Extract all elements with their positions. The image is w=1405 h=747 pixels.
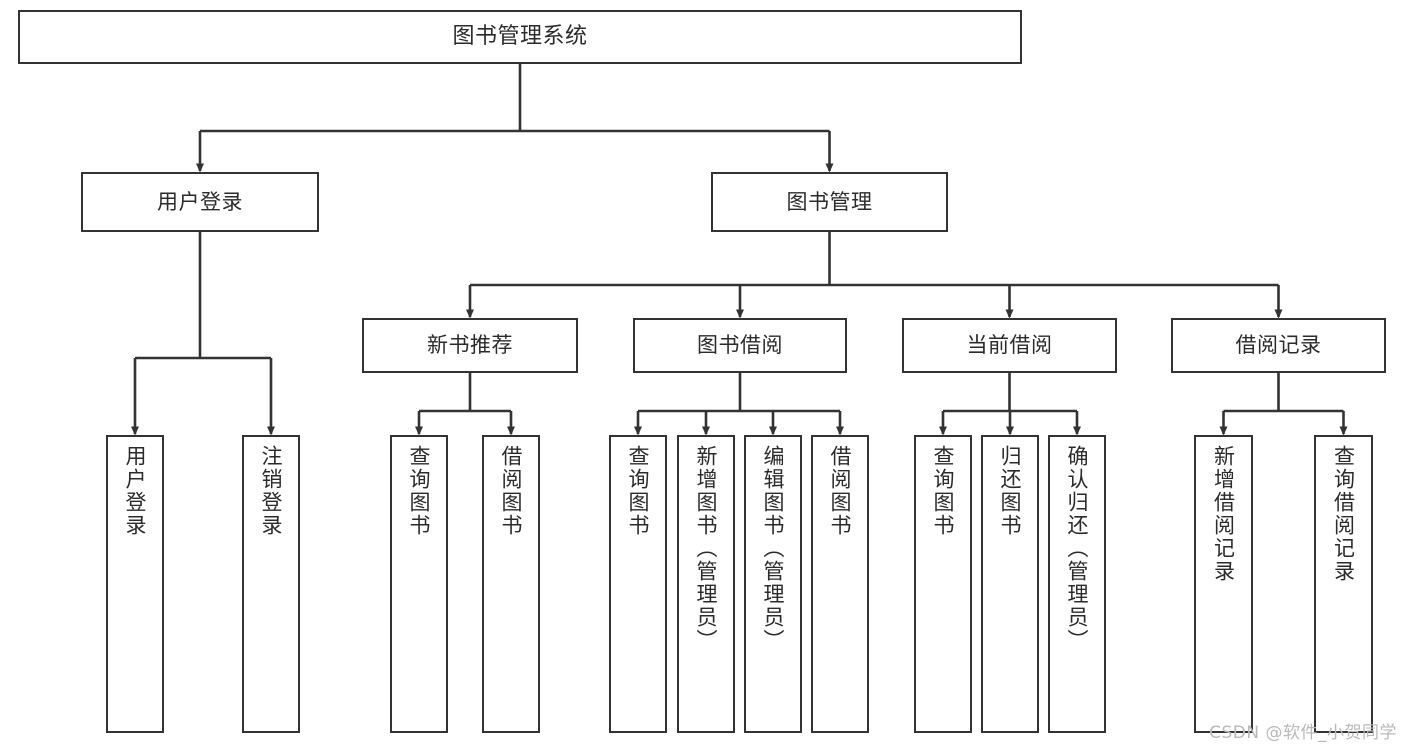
node-leaf-query-book-1: 查询图书 (390, 435, 448, 733)
node-label: 新增借阅记录 (1211, 445, 1236, 583)
node-label: 归还图书 (998, 445, 1023, 537)
node-label: 编辑图书（管理员） (761, 445, 786, 652)
node-leaf-return-book: 归还图书 (981, 435, 1039, 733)
node-label: 查询图书 (626, 445, 651, 537)
node-new-book-rec: 新书推荐 (362, 318, 578, 373)
node-label: 查询图书 (931, 445, 956, 537)
node-current-borrow: 当前借阅 (902, 318, 1117, 373)
node-label: 借阅图书 (828, 445, 853, 537)
node-label: 借阅图书 (499, 445, 524, 537)
node-leaf-query-book-2: 查询图书 (609, 435, 667, 733)
node-leaf-borrow-book-1: 借阅图书 (482, 435, 540, 733)
node-leaf-user-login: 用户登录 (106, 435, 164, 733)
node-book-manage: 图书管理 (711, 172, 948, 232)
node-leaf-confirm-return: 确认归还（管理员） (1048, 435, 1106, 733)
node-label: 图书管理系统 (452, 24, 588, 50)
node-label: 新书推荐 (427, 333, 513, 358)
node-leaf-logout: 注销登录 (242, 435, 300, 733)
node-leaf-add-book: 新增图书（管理员） (677, 435, 735, 733)
node-leaf-edit-book: 编辑图书（管理员） (744, 435, 802, 733)
node-label: 图书管理 (786, 189, 873, 214)
node-label: 新增图书（管理员） (694, 445, 719, 652)
node-label: 当前借阅 (966, 333, 1053, 358)
node-book-borrow: 图书借阅 (633, 318, 847, 373)
node-label: 查询图书 (407, 445, 432, 537)
node-leaf-add-record: 新增借阅记录 (1194, 435, 1253, 733)
node-label: 图书借阅 (697, 333, 783, 358)
node-user-login: 用户登录 (81, 172, 319, 232)
node-leaf-borrow-book-2: 借阅图书 (811, 435, 869, 733)
node-label: 用户登录 (157, 189, 243, 214)
node-label: 借阅记录 (1235, 333, 1322, 358)
node-label: 查询借阅记录 (1331, 445, 1356, 583)
node-root: 图书管理系统 (18, 10, 1022, 64)
node-label: 注销登录 (259, 445, 284, 537)
node-leaf-query-book-3: 查询图书 (914, 435, 972, 733)
node-leaf-query-record: 查询借阅记录 (1314, 435, 1373, 733)
node-label: 用户登录 (123, 445, 148, 537)
node-label: 确认归还（管理员） (1065, 445, 1090, 652)
node-borrow-record: 借阅记录 (1171, 318, 1386, 373)
